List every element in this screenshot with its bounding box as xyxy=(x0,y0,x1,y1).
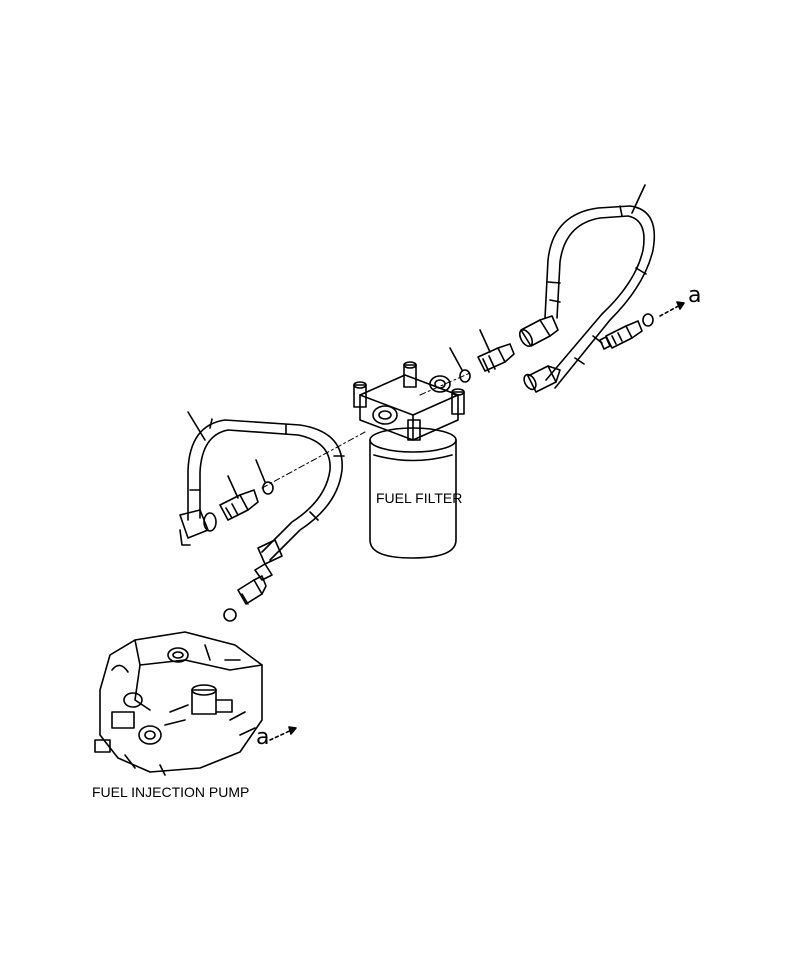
centerline-left xyxy=(261,431,366,489)
callout-a-top: a xyxy=(688,283,701,308)
left-hose-end-fitting xyxy=(179,509,217,546)
filter-inlet-o-ring xyxy=(262,481,274,495)
filter-inlet-fitting xyxy=(219,489,259,521)
leader-line-outlet-o-ring xyxy=(449,347,463,371)
pump-o-ring xyxy=(223,608,237,622)
filter-outlet-fitting xyxy=(477,343,515,373)
right-o-ring xyxy=(642,313,654,327)
leader-line-outlet-fitting xyxy=(479,329,491,353)
centerline-right xyxy=(419,372,471,396)
label-fuel-injection-pump: FUEL INJECTION PUMP xyxy=(92,784,249,800)
right-connector-fitting xyxy=(599,320,643,350)
label-fuel-filter: FUEL FILTER xyxy=(376,490,462,506)
left-hose-lower-fitting xyxy=(254,539,283,581)
arrow-to-a-top xyxy=(659,301,685,317)
leader-line-left-hose xyxy=(187,411,206,441)
filter-outlet-o-ring xyxy=(459,369,471,383)
pump-connector-fitting xyxy=(237,575,267,605)
left-fuel-hose xyxy=(187,418,345,561)
right-hose-upper-fitting xyxy=(518,315,559,347)
leader-line-right-hose xyxy=(631,184,646,214)
right-hose-lower-fitting xyxy=(523,365,561,393)
filter-head xyxy=(353,361,465,441)
leader-line-inlet-fitting xyxy=(227,475,239,499)
fuel-injection-pump xyxy=(94,631,263,776)
leader-line-inlet-o-ring xyxy=(255,459,266,483)
callout-a-bottom: a xyxy=(256,725,269,750)
filter-canister xyxy=(369,439,457,559)
right-fuel-hose xyxy=(544,205,655,389)
arrow-to-a-bottom xyxy=(269,726,297,741)
fuel-filter: FUEL FILTER xyxy=(353,361,465,559)
